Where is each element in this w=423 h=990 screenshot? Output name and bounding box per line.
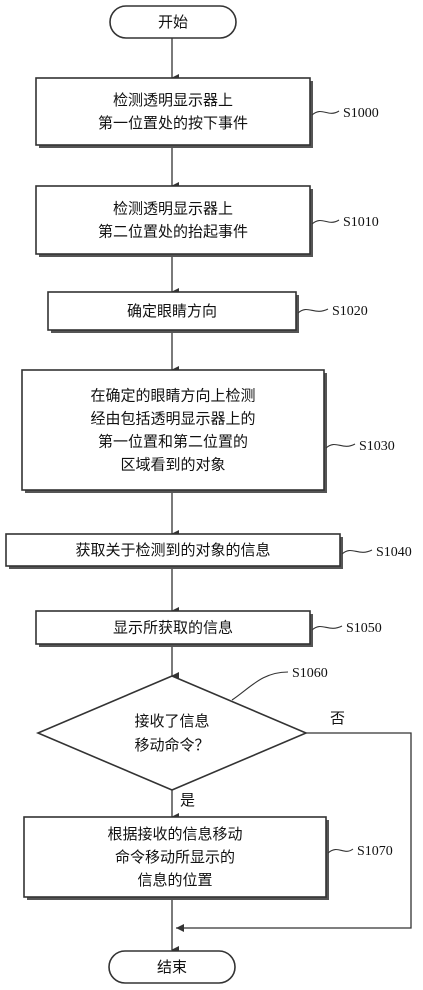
step-leader-line	[341, 549, 373, 555]
step-text-line: 检测透明显示器上	[113, 200, 233, 218]
start-shape	[109, 5, 237, 39]
step-box	[35, 185, 311, 255]
end-shape	[108, 950, 236, 984]
step-text-line: 在确定的眼睛方向上检测	[90, 387, 255, 405]
connectors	[171, 38, 412, 954]
no-branch-label: 否	[330, 709, 345, 727]
step-text-line: 显示所获取的信息	[113, 619, 233, 637]
step-text-line: 经由包括透明显示器上的	[90, 410, 255, 428]
process-step-s1040: 获取关于检测到的对象的信息 S1040	[5, 533, 412, 569]
step-id-label: S1050	[346, 621, 382, 636]
step-id-label: S1020	[332, 304, 368, 319]
decision-leader	[231, 671, 289, 701]
step-id-label: S1010	[343, 215, 379, 230]
start-label: 开始	[158, 13, 188, 31]
decision-line-1: 接收了信息	[134, 712, 209, 730]
process-step-s1020: 确定眼睛方向 S1020	[47, 291, 368, 333]
step-leader-line	[325, 443, 356, 449]
decision-id: S1060	[292, 666, 328, 681]
step-id-label: S1000	[343, 106, 379, 121]
step-id-label: S1030	[359, 439, 395, 454]
step-text-line: 获取关于检测到的对象的信息	[75, 541, 270, 559]
step-text-line: 确定眼睛方向	[127, 302, 217, 320]
step-box	[21, 369, 325, 491]
step-box	[5, 533, 341, 567]
yes-branch-label: 是	[180, 791, 195, 809]
arrowhead-no-branch	[176, 924, 184, 932]
end-terminal: 结束	[108, 950, 236, 984]
step-box	[35, 77, 311, 146]
start-terminal: 开始	[109, 5, 237, 39]
step-text-line: 信息的位置	[137, 871, 212, 889]
end-label: 结束	[157, 958, 187, 976]
step-leader-line	[311, 625, 343, 631]
step-leader-line	[311, 219, 340, 225]
decision-line-2: 移动命令？	[134, 736, 209, 754]
step-leader-line	[311, 110, 340, 116]
step-text-line: 区域看到的对象	[120, 456, 225, 474]
step-text-line: 根据接收的信息移动	[107, 825, 242, 843]
step-box	[23, 816, 327, 898]
step-text-line: 第二位置处的抬起事件	[98, 223, 248, 241]
decision-s1060: 接收了信息 移动命令？ S1060 否 是	[35, 666, 345, 809]
arrow-decision-no	[176, 732, 412, 929]
step-text-line: 第一位置处的按下事件	[98, 114, 248, 132]
step-id-label: S1040	[376, 545, 412, 560]
step-leader-line	[327, 848, 354, 854]
step-text-line: 第一位置和第二位置的	[98, 433, 248, 451]
step-leader-line	[297, 308, 329, 314]
step-text-line: 命令移动所显示的	[115, 848, 235, 866]
step-box	[35, 610, 311, 645]
process-step-s1050: 显示所获取的信息 S1050	[35, 610, 382, 647]
step-id-label: S1070	[357, 844, 393, 859]
decision-diamond	[35, 675, 309, 791]
step-box	[47, 291, 297, 331]
step-text-line: 检测透明显示器上	[113, 91, 233, 109]
